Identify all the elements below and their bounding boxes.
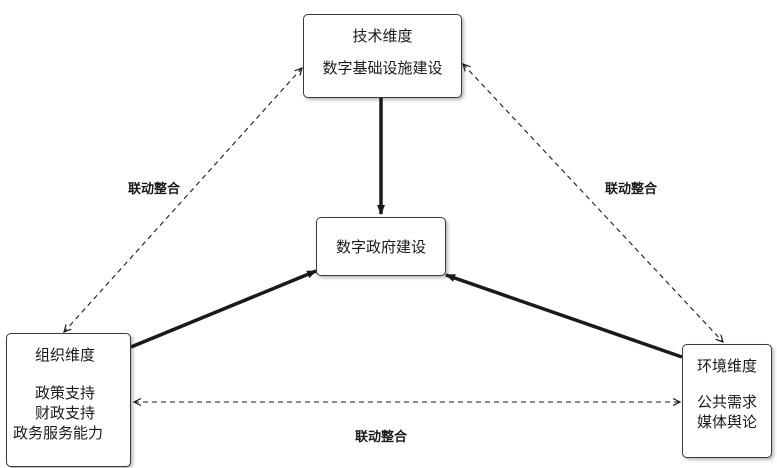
tech-dimension-title: 技术维度	[352, 27, 413, 45]
tech-dimension-node: 技术维度 数字基础设施建设	[303, 14, 462, 98]
organization-item-policy: 政策支持	[35, 384, 96, 402]
digital-government-title: 数字政府建设	[335, 237, 426, 256]
environment-dimension-title: 环境维度	[696, 357, 757, 375]
organization-dimension-node: 组织维度 政策支持 财政支持 政务服务能力	[6, 333, 131, 467]
dashed-link-tech-env	[463, 64, 723, 342]
link-label-right: 联动整合	[605, 182, 658, 197]
tech-dimension-item: 数字基础设施建设	[322, 59, 443, 77]
environment-item-media: 媒体舆论	[696, 413, 757, 431]
organization-item-finance: 财政支持	[35, 404, 96, 422]
digital-government-node: 数字政府建设	[316, 217, 446, 276]
arrow-env-to-center	[445, 273, 683, 359]
environment-dimension-node: 环境维度 公共需求 媒体舆论	[682, 344, 772, 458]
link-label-left: 联动整合	[128, 182, 181, 197]
organization-dimension-title: 组织维度	[35, 346, 96, 364]
organization-item-service: 政务服务能力	[13, 424, 104, 442]
environment-item-public-demand: 公共需求	[696, 393, 757, 411]
arrow-org-to-center	[130, 269, 317, 349]
link-label-bottom: 联动整合	[355, 430, 408, 445]
